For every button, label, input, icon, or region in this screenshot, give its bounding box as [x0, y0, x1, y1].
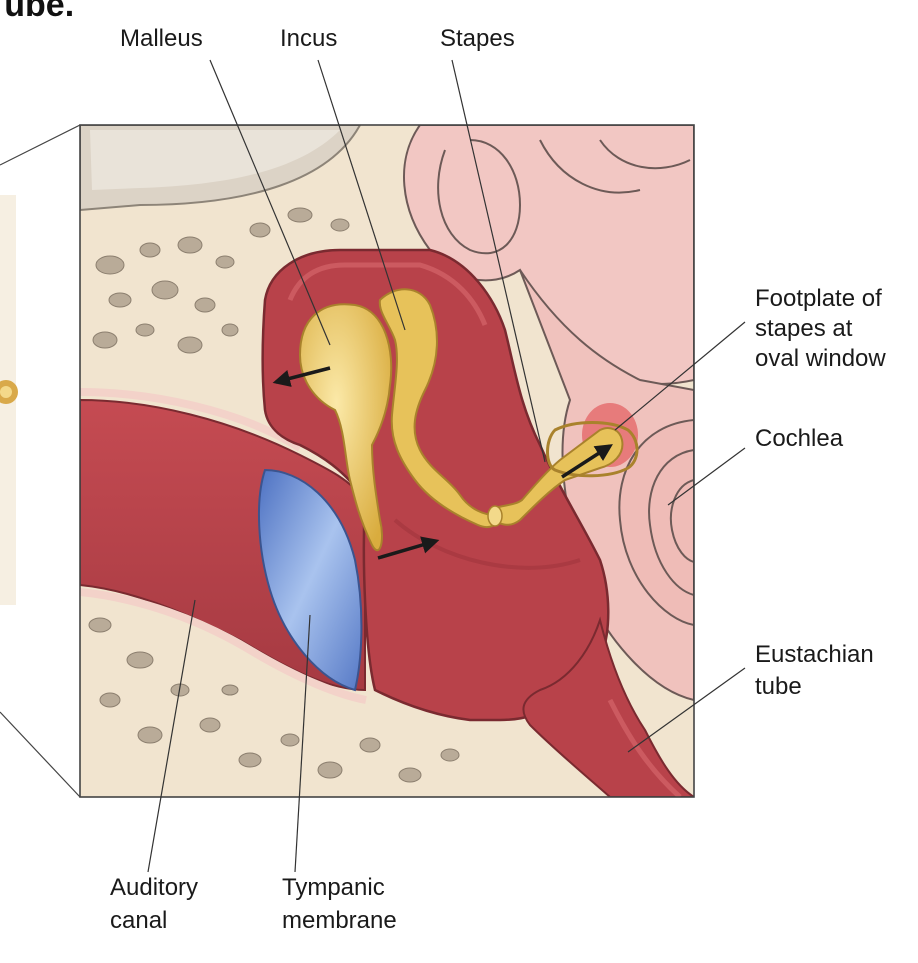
tympanic-membrane: [257, 468, 363, 692]
leader-incus: [317, 59, 406, 331]
vibration-arrows: [272, 366, 613, 560]
leader-lines: [147, 59, 746, 873]
label-tympanic-line2: membrane: [282, 907, 397, 934]
leader-cochlea: [667, 447, 746, 506]
malleus: [298, 303, 393, 552]
leader-eustachian: [627, 667, 746, 753]
leader-footplate: [614, 321, 746, 431]
perspective-lines: [0, 124, 81, 798]
leader-malleus: [209, 59, 331, 346]
leader-stapes: [451, 59, 546, 463]
label-cochlea: Cochlea: [755, 425, 844, 452]
stapes: [494, 427, 624, 526]
header-fragment: Tube.: [0, 0, 75, 24]
leader-tympanic: [294, 614, 311, 873]
bone-air-cells: [88, 207, 460, 783]
label-malleus: Malleus: [120, 25, 203, 52]
arrow-malleus: [272, 366, 331, 387]
ossicles: [298, 288, 639, 552]
label-footplate-line1: Footplate of: [755, 285, 882, 312]
label-tympanic-line1: Tympanic: [282, 874, 385, 901]
cross-section: [80, 125, 694, 797]
label-eustachian-line1: Eustachian: [755, 641, 874, 668]
label-auditory-line1: Auditory: [110, 874, 199, 901]
label-eustachian-line2: tube: [755, 673, 802, 700]
label-incus: Incus: [280, 25, 338, 52]
label-stapes: Stapes: [440, 25, 515, 52]
label-auditory-line2: canal: [110, 907, 168, 934]
eustachian-tube: [522, 616, 694, 797]
section-frame: [79, 124, 695, 798]
outer-ear-sliver: [0, 195, 18, 605]
leader-auditory: [147, 599, 196, 873]
label-footplate-line3: oval window: [755, 345, 886, 372]
arrow-stapes: [561, 444, 613, 479]
label-footplate-line2: stapes at: [755, 315, 853, 342]
arrow-middle: [377, 536, 440, 560]
cochlea: [618, 418, 694, 627]
